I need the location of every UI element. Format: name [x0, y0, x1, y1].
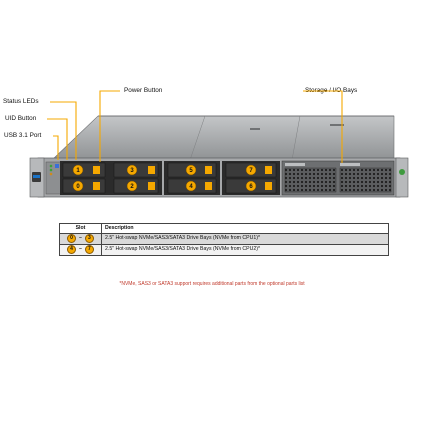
range-dash: –: [79, 235, 82, 241]
drive-latch: [205, 166, 212, 174]
drive-latch: [93, 166, 100, 174]
callout-lines: [47, 90, 343, 163]
bay-badge: [72, 164, 84, 176]
power-button-label: Power Button: [124, 87, 163, 94]
footnote: *NVMe, SAS3 or SATA3 support requires ad…: [119, 281, 305, 287]
status-led-1: [49, 164, 53, 168]
bay-badge: [72, 180, 84, 192]
storage-io-bays: [281, 160, 395, 196]
status-leds-label: Status LEDs: [3, 98, 39, 105]
drive-bay-group: 1 3 5 7 0 2 4 6: [60, 161, 280, 195]
bay-number: 6: [249, 184, 253, 190]
chassis-lid: [51, 115, 395, 161]
right-rack-ear: [395, 157, 409, 198]
drive-latch: [205, 182, 212, 190]
drive-latch: [93, 182, 100, 190]
bay-badge: [185, 164, 197, 176]
table-row: 4–7 2.5" Hot-swap NVMe/SAS3/SATA3 Drive …: [59, 243, 389, 256]
table-header-row: Slot Description: [59, 223, 389, 234]
vent-grille: [284, 167, 337, 193]
slot-badge: 0: [67, 234, 77, 243]
slot-badge: 7: [84, 245, 94, 254]
slot-badge: 3: [84, 234, 94, 243]
bay-badge: [185, 180, 197, 192]
bay-badge: [126, 164, 138, 176]
bay-badge: [126, 180, 138, 192]
supermicro-logo: [399, 169, 405, 175]
status-led-2: [49, 168, 53, 172]
status-led-3: [49, 172, 53, 176]
table-row: 0–3 2.5" Hot-swap NVMe/SAS3/SATA3 Drive …: [59, 233, 389, 245]
bay-number: 2: [130, 184, 134, 190]
slot-description: 2.5" Hot-swap NVMe/SAS3/SATA3 Drive Bays…: [101, 243, 389, 256]
description-header: Description: [101, 223, 389, 234]
bay-badge: [245, 164, 257, 176]
bay-number: 0: [76, 184, 80, 190]
slot-table: Slot Description 0–3 2.5" Hot-swap NVMe/…: [59, 223, 389, 256]
bay-number: 4: [189, 184, 193, 190]
bay-number: 7: [249, 168, 253, 174]
drive-latch: [265, 166, 272, 174]
uid-button: [55, 164, 59, 168]
range-dash: –: [79, 245, 82, 252]
usb-port-label: USB 3.1 Port: [4, 132, 42, 139]
drive-latch: [148, 166, 155, 174]
bay-number: 3: [130, 168, 134, 174]
slot-badge: 4: [67, 245, 77, 254]
vent-grille: [339, 167, 392, 193]
drive-latch: [148, 182, 155, 190]
slot-range: 0–3: [59, 233, 102, 245]
bay-number: 5: [189, 168, 193, 174]
slot-header: Slot: [59, 223, 102, 234]
bay-badge: [245, 180, 257, 192]
slot-range: 4–7: [59, 243, 102, 256]
drive-latch: [265, 182, 272, 190]
usb-port: [33, 175, 40, 178]
bay-number: 1: [76, 168, 80, 174]
slot-description: 2.5" Hot-swap NVMe/SAS3/SATA3 Drive Bays…: [101, 233, 389, 245]
uid-button-label: UID Button: [5, 115, 37, 122]
